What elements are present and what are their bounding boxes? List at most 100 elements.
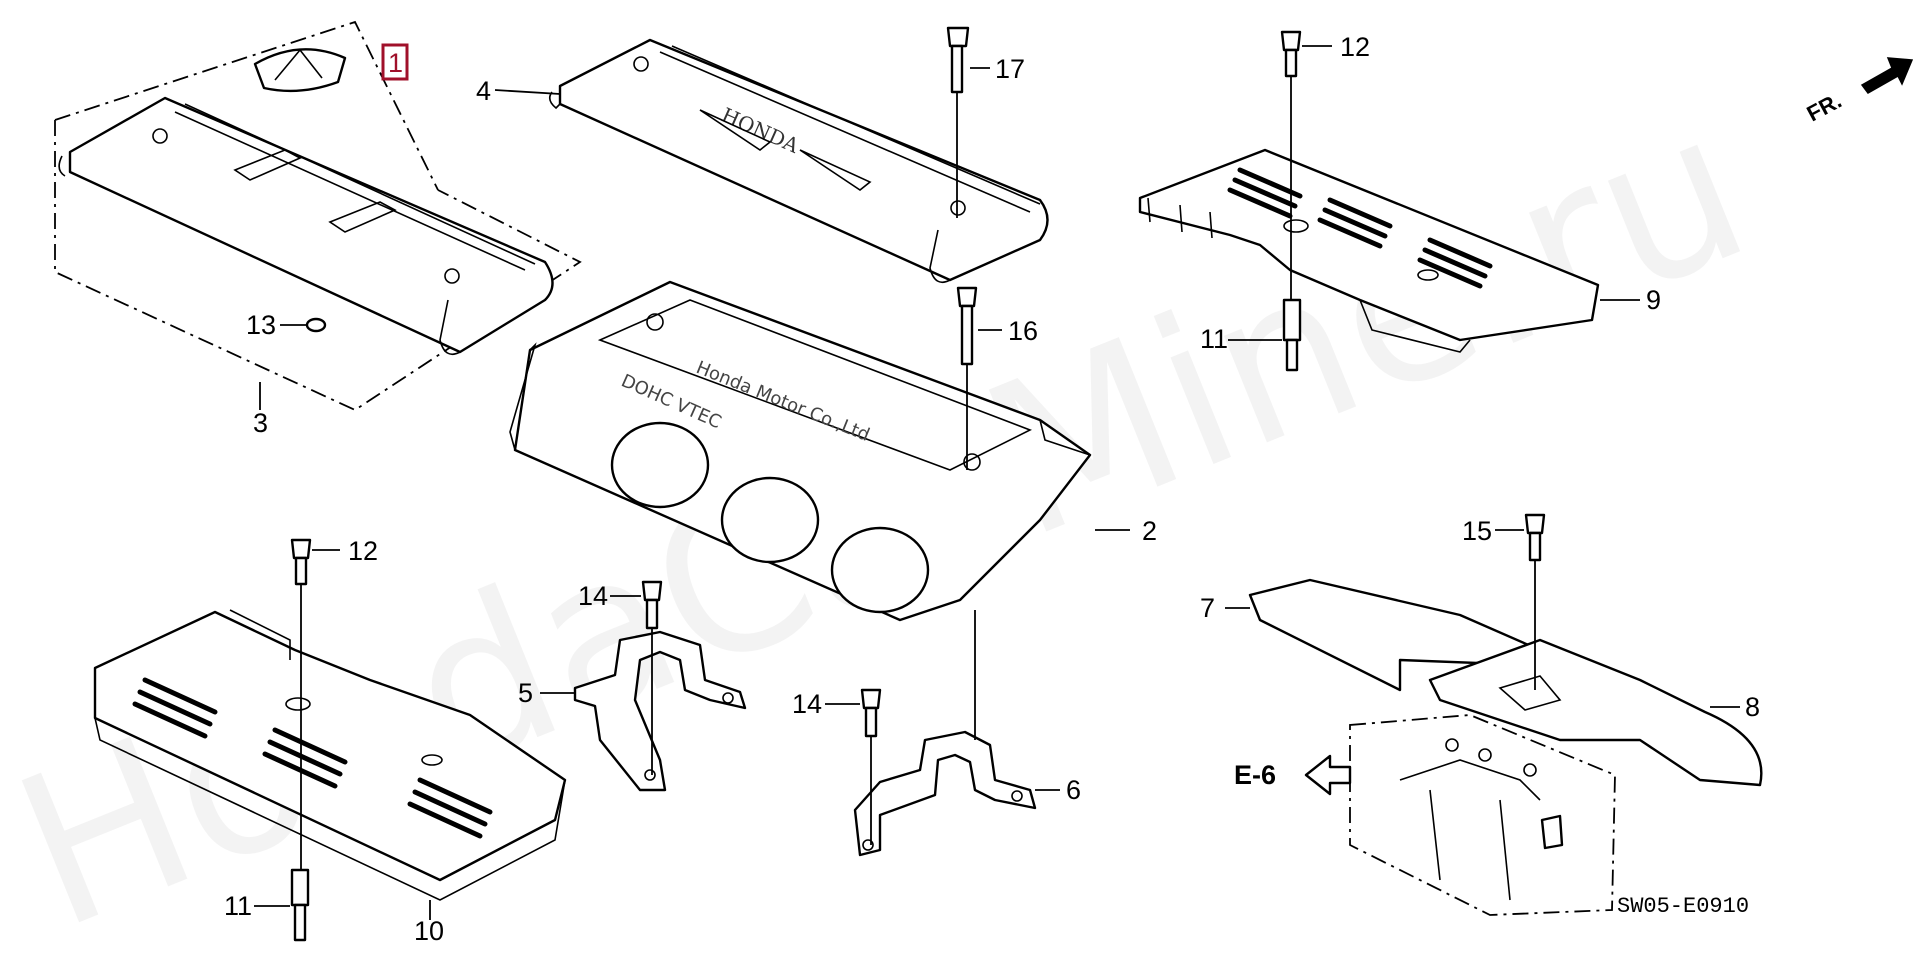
callout-13[interactable]: 13	[246, 310, 276, 340]
bolt-12-head	[1280, 30, 1302, 52]
callout-ticks	[254, 45, 1524, 907]
detail-hole	[1523, 763, 1537, 777]
lower-cover-part-10	[93, 610, 567, 882]
engine-cover-hole	[646, 313, 664, 331]
top-cover-panels	[233, 149, 397, 233]
leader-lines	[259, 89, 1740, 920]
callout-15[interactable]: 15	[1462, 516, 1492, 546]
engine-cover-plug-boss	[610, 421, 710, 509]
callout-14[interactable]: 14	[578, 581, 608, 611]
callout-14[interactable]: 14	[792, 689, 822, 719]
bracket-part-6	[853, 730, 1037, 857]
callout-8[interactable]: 8	[1745, 692, 1760, 722]
callout-3[interactable]: 3	[253, 408, 268, 438]
side-cover-hole	[1283, 219, 1309, 233]
bracket-hole	[862, 839, 874, 851]
callout-6[interactable]: 6	[1066, 775, 1081, 805]
callout-10[interactable]: 10	[414, 916, 444, 946]
front-direction-marker: FR.	[1803, 57, 1914, 127]
emblem-part	[253, 48, 347, 93]
callout-5[interactable]: 5	[518, 678, 533, 708]
bolt-15-head	[1524, 513, 1546, 535]
bolt-15-shank	[1528, 531, 1542, 562]
alignment-lines	[300, 76, 1536, 870]
front-arrow-icon	[1860, 57, 1914, 94]
bolt-16-head	[956, 286, 978, 308]
reference-arrow-icon	[1304, 754, 1352, 796]
bolt-16-shank	[960, 304, 974, 366]
bolt-14-head	[860, 688, 882, 710]
reference-label[interactable]: E-6	[1234, 760, 1276, 790]
callout-17[interactable]: 17	[995, 54, 1025, 84]
engine-cover-plug-boss	[720, 476, 820, 564]
callout-4[interactable]: 4	[476, 76, 491, 106]
top-cover-edge	[58, 152, 461, 356]
part-9-cover	[1138, 148, 1600, 353]
callout-11[interactable]: 11	[1200, 324, 1228, 354]
callout-12[interactable]: 12	[1340, 32, 1370, 62]
detail-stud	[1540, 814, 1564, 850]
bracket-6	[853, 730, 1037, 857]
engine-cover-top-face	[597, 299, 1032, 471]
bracket-hole	[722, 692, 734, 704]
honda-cover-hole	[950, 200, 966, 216]
side-cover-hole	[1417, 269, 1439, 281]
engine-cover-plug-boss	[830, 526, 930, 614]
duct-stay-plate	[1498, 675, 1562, 711]
top-cover-hole	[152, 128, 168, 144]
side-cover-lip	[1359, 299, 1471, 353]
fasteners	[290, 26, 1546, 942]
lower-cover-hole	[421, 754, 443, 766]
bolt-14-shank	[645, 598, 659, 630]
detail-bracket	[1399, 759, 1541, 901]
part-4-cover: HONDA	[548, 38, 1049, 284]
callout-7[interactable]: 7	[1200, 593, 1215, 623]
bracket-hole	[1011, 790, 1023, 802]
callout-11[interactable]: 11	[224, 891, 252, 921]
callout-16[interactable]: 16	[1008, 316, 1038, 346]
stud-11-body	[1282, 298, 1302, 342]
part-10-cover	[93, 609, 567, 901]
honda-cover-arrows	[699, 109, 872, 191]
top-cover-rib	[174, 103, 536, 271]
diagram-code: SW05-E0910	[1617, 894, 1749, 919]
honda-cover-part-4	[558, 38, 1049, 282]
emblem-mark	[274, 48, 323, 81]
duct-assembly	[1248, 578, 1763, 916]
detail-hole	[1445, 738, 1459, 752]
front-direction-label: FR.	[1803, 88, 1846, 127]
callout-1[interactable]: 1	[388, 48, 403, 78]
lower-cover-slots	[262, 727, 348, 789]
callout-1-highlight-box	[381, 43, 409, 81]
detail-hole	[1478, 748, 1492, 762]
top-cover-hole	[444, 268, 460, 284]
stud-11-shank	[293, 903, 307, 942]
bolt-12-shank	[1284, 48, 1298, 78]
callout-2[interactable]: 2	[1142, 516, 1157, 546]
side-cover-tabs	[1147, 197, 1213, 239]
top-cover-part-3	[68, 96, 554, 354]
lower-cover-skirt	[94, 717, 566, 901]
part-2-engine-cover: Honda Motor Co.,Ltd DOHC VTEC	[509, 280, 1092, 622]
side-cover-slots	[1417, 237, 1493, 289]
callout-12[interactable]: 12	[348, 536, 378, 566]
honda-cover-hole	[633, 56, 649, 72]
bracket-5	[573, 630, 747, 792]
callout-9[interactable]: 9	[1646, 285, 1661, 315]
bracket-part-5	[573, 630, 747, 792]
bolt-14-head	[641, 580, 663, 602]
side-cover-slots	[1317, 197, 1393, 249]
grommet-part-13	[305, 317, 327, 333]
lower-cover-hole	[285, 697, 311, 711]
leader-line-4	[494, 89, 561, 95]
stud-11-shank	[1285, 338, 1299, 372]
bolt-12-head	[290, 538, 312, 560]
lower-cover-slots	[407, 777, 493, 839]
honda-cover-rib	[659, 45, 1041, 213]
lower-cover-slots	[132, 677, 218, 739]
engine-cover-edge	[509, 342, 1091, 456]
side-cover-slots	[1227, 167, 1303, 219]
stud-11-body	[290, 868, 310, 907]
bolt-17-head	[946, 26, 970, 48]
